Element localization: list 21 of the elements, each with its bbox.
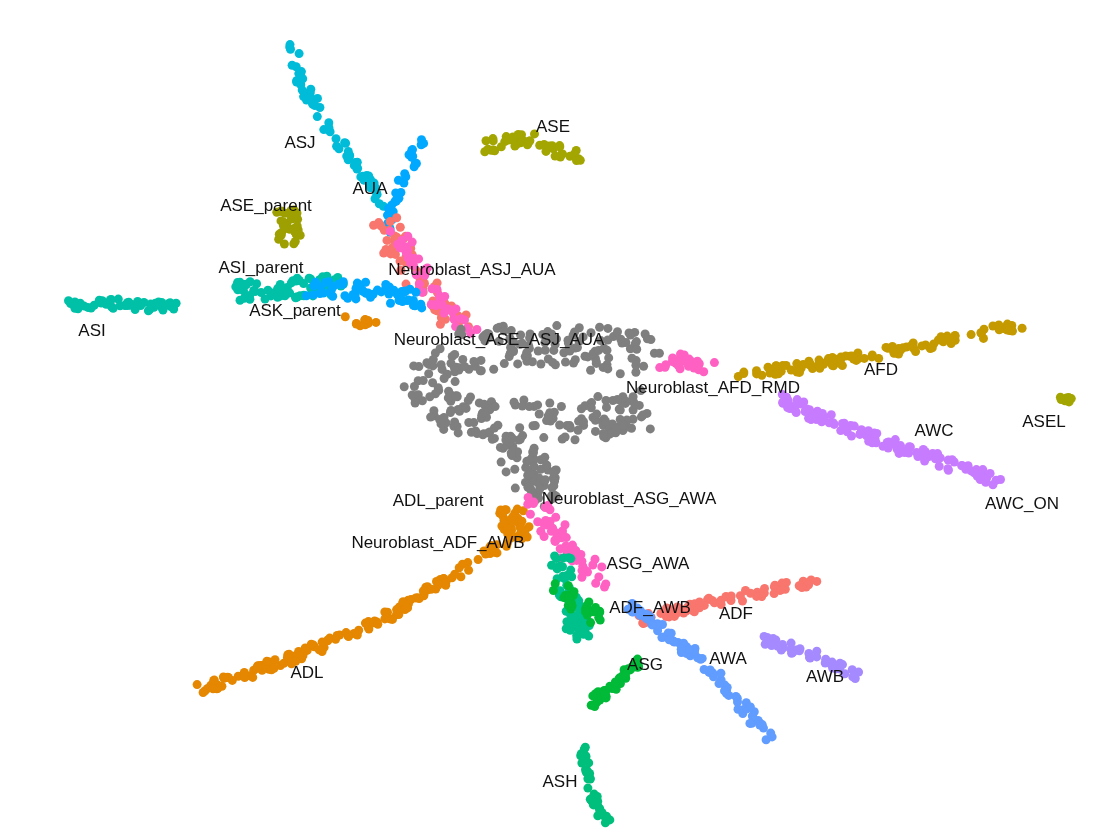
cluster-label: Neuroblast_ASG_AWA xyxy=(541,489,717,509)
cluster-label: ASK_parent xyxy=(249,301,341,321)
cluster-label: ASEL xyxy=(1022,412,1066,432)
cluster-label: ADL_parent xyxy=(392,491,484,511)
cluster-label: AWC_ON xyxy=(985,494,1059,514)
cluster-label: Neuroblast_AFD_RMD xyxy=(626,378,800,398)
cluster-label: ASH xyxy=(542,772,578,792)
cluster-label: ASE xyxy=(536,117,570,137)
cluster-label: ADL xyxy=(290,663,324,683)
cluster-label: ASJ xyxy=(284,133,316,153)
cluster-label: ASI_parent xyxy=(218,258,304,278)
cluster-label: ASI xyxy=(78,321,106,341)
cluster-label: AWA xyxy=(709,649,747,669)
cluster-label: ADF_AWB xyxy=(609,598,691,618)
cluster-label: Neuroblast_ASE_ASJ_AUA xyxy=(393,330,605,350)
cluster-label: AFD xyxy=(864,360,898,380)
cluster-label: ASE_parent xyxy=(220,196,312,216)
cluster-label: ADF xyxy=(719,604,753,624)
cluster-label: ASG_AWA xyxy=(606,554,690,574)
cluster-label: AWC xyxy=(914,421,954,441)
cluster-label: AWB xyxy=(805,667,845,687)
